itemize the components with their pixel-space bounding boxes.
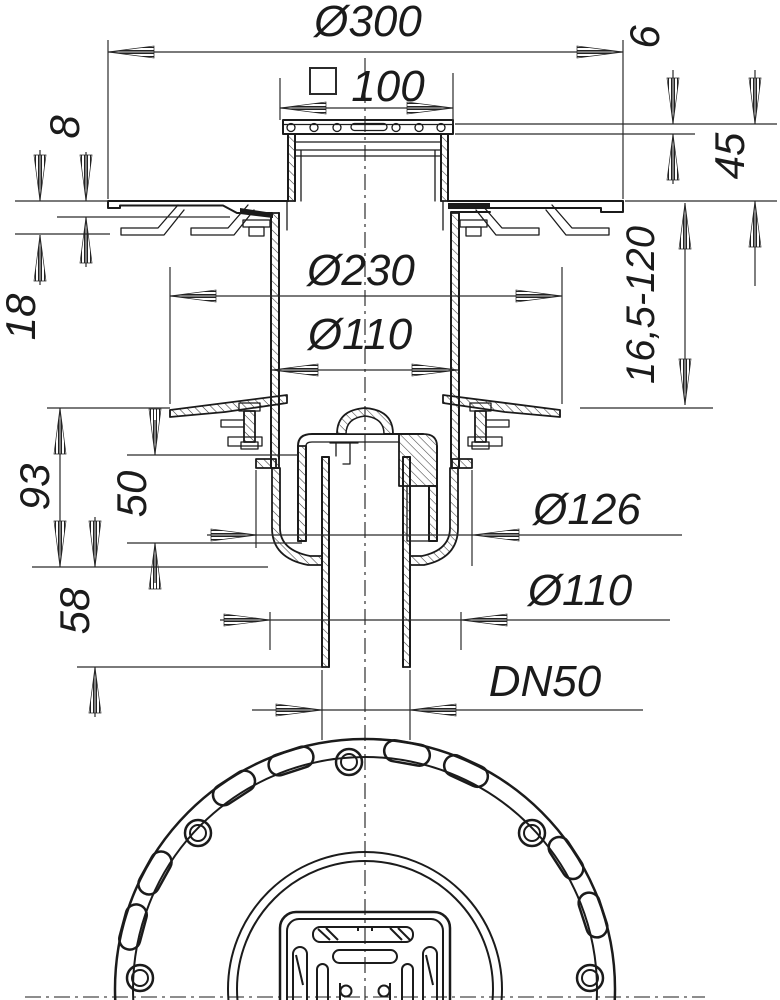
dim-label-trap-diameter: Ø126: [531, 485, 641, 534]
dim-label-body-diameter: Ø230: [305, 246, 415, 295]
ring-holes: [125, 747, 605, 993]
dim-label-flange-diameter: Ø300: [312, 0, 422, 46]
grate-bottom-view: [278, 910, 452, 1000]
ring-slots: [118, 739, 609, 951]
dimension-labels: Ø300 100 Ø230 Ø110 Ø126 Ø110 DN50 8 18 9…: [0, 0, 753, 706]
dim-label-membrane-thickness: 8: [41, 115, 88, 139]
dim-label-water-seal-height: 50: [108, 470, 155, 517]
bottom-view: [113, 737, 617, 1000]
dim-label-grate-height: 6: [621, 25, 668, 49]
dim-label-riser-diameter: Ø110: [306, 310, 413, 359]
dim-label-outlet-nominal: DN50: [489, 657, 602, 706]
dim-label-installation-height: 45: [706, 132, 753, 179]
dim-label-outlet-stub-length: 58: [51, 587, 98, 634]
dim-label-depth-below-floor: 93: [11, 464, 58, 511]
dim-label-clip-height: 18: [0, 293, 44, 340]
dimension-lines: [15, 40, 777, 740]
dim-label-adjustment-range: 16,5-120: [619, 226, 663, 384]
square-symbol-icon: [309, 67, 337, 95]
dim-label-grate-square: 100: [351, 62, 425, 111]
section-view: [107, 119, 624, 668]
dim-label-socket-diameter: Ø110: [526, 566, 633, 615]
